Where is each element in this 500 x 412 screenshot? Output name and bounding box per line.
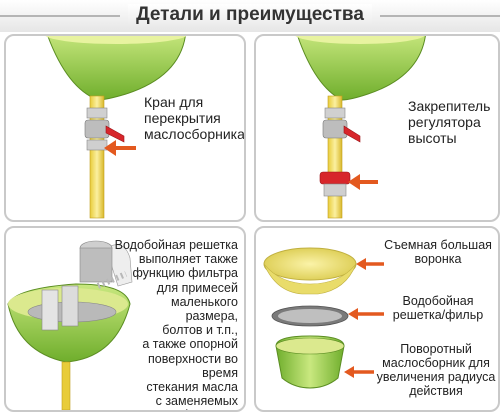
page-title: Детали и преимущества (0, 4, 500, 26)
panel-parts: Съемная большая воронка Водобойная решет… (254, 226, 500, 412)
height-lock-label: Закрепитель регулятора высоты (408, 98, 491, 146)
title-stripe-right (380, 15, 500, 17)
panel-height-lock: Закрепитель регулятора высоты (254, 34, 500, 222)
title-stripe-left (0, 15, 120, 17)
panel-shutoff-valve: Кран для перекрытия маслосборника (4, 34, 246, 222)
baffle-grid-label: Водобойная решетка выполняет также функц… (114, 238, 238, 410)
title-bar: Детали и преимущества (0, 0, 500, 32)
baffle-grid-illustration (7, 240, 133, 410)
collector-label: Поворотный маслосборник для увеличения р… (376, 342, 496, 398)
valve-label: Кран для перекрытия маслосборника (144, 94, 245, 142)
funnel-label: Съемная большая воронка (384, 238, 492, 266)
parts-illustration (263, 247, 384, 389)
height-lock-illustration (295, 36, 426, 219)
valve-illustration (45, 36, 187, 219)
filter-label: Водобойная решетка/фильр (392, 294, 484, 322)
panel-baffle-grid: Водобойная решетка выполняет также функц… (4, 226, 246, 412)
